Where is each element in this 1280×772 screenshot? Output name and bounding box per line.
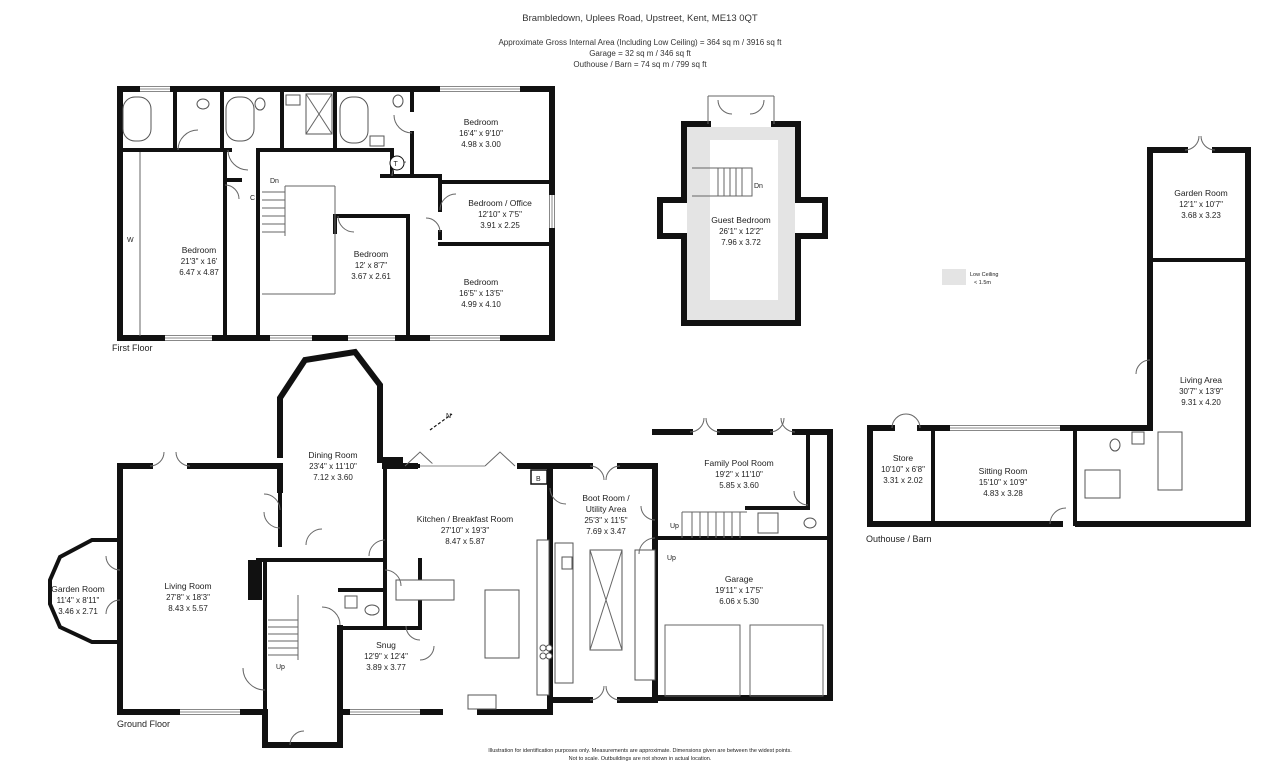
pool-room-name: Family Pool Room (704, 458, 773, 468)
first-floor: T Dn W C First Floor (112, 86, 555, 353)
ff-bedroom1-metric: 6.47 x 4.87 (179, 268, 219, 277)
boot-room-name: Boot Room / (582, 493, 630, 503)
low-ceiling-swatch (942, 269, 966, 285)
ff-bedroom3-metric: 3.67 x 2.61 (351, 272, 391, 281)
ground-floor: B N Up Up Up Ground Floor (48, 348, 833, 748)
guest-bedroom-metric: 7.96 x 3.72 (721, 238, 761, 247)
ff-bedroom3-name: Bedroom (354, 249, 389, 259)
first-floor-cupboard-marker: C (250, 195, 255, 202)
ff-bedroom1-name: Bedroom (182, 245, 217, 255)
snug-metric: 3.89 x 3.77 (366, 663, 406, 672)
utility-area-name: Utility Area (586, 504, 627, 514)
gross-area: Approximate Gross Internal Area (Includi… (498, 38, 782, 47)
living-area-metric: 9.31 x 4.20 (1181, 398, 1221, 407)
dining-room-metric: 7.12 x 3.60 (313, 473, 353, 482)
kitchen-name: Kitchen / Breakfast Room (417, 514, 513, 524)
first-floor-wardrobe-marker: W (127, 237, 134, 244)
garage-metric: 6.06 x 5.30 (719, 597, 759, 606)
barn-garden-room-metric: 3.68 x 3.23 (1181, 211, 1221, 220)
disclaimer-line-2: Not to scale. Outbuildings are not shown… (569, 756, 712, 762)
ff-bedroom4-imperial: 16'5" x 13'5" (459, 289, 503, 298)
ff-bedroom4-name: Bedroom (464, 277, 499, 287)
sitting-room-name: Sitting Room (979, 466, 1028, 476)
living-room-imperial: 27'8" x 18'3" (166, 593, 210, 602)
gf-garden-room-metric: 3.46 x 2.71 (58, 607, 98, 616)
ff-office-imperial: 12'10" x 7'5" (478, 210, 522, 219)
dining-room-name: Dining Room (308, 450, 357, 460)
sitting-room-metric: 4.83 x 3.28 (983, 489, 1023, 498)
outhouse-area: Outhouse / Barn = 74 sq m / 799 sq ft (573, 60, 707, 69)
guest-stairs-down-label: Dn (754, 183, 763, 190)
store-metric: 3.31 x 2.02 (883, 476, 923, 485)
store-name: Store (893, 453, 914, 463)
guest-bedroom-name: Guest Bedroom (711, 215, 771, 225)
ff-bedroom3-imperial: 12' x 8'7" (355, 261, 387, 270)
barn-garden-room-imperial: 12'1" x 10'7" (1179, 200, 1223, 209)
room-labels: Bedroom 21'3" x 16' 6.47 x 4.87 Bedroom … (51, 117, 1227, 672)
ff-bedroom2-name: Bedroom (464, 117, 499, 127)
living-area-name: Living Area (1180, 375, 1222, 385)
guest-bedroom-imperial: 26'1" x 12'2" (719, 227, 763, 236)
ff-office-metric: 3.91 x 2.25 (480, 221, 520, 230)
ff-office-name: Bedroom / Office (468, 198, 532, 208)
boot-room-metric: 7.69 x 3.47 (586, 527, 626, 536)
pool-room-metric: 5.85 x 3.60 (719, 481, 759, 490)
ff-bedroom2-metric: 4.98 x 3.00 (461, 140, 501, 149)
kitchen-imperial: 27'10" x 19'3" (441, 526, 489, 535)
snug-name: Snug (376, 640, 396, 650)
garage-name: Garage (725, 574, 754, 584)
outhouse-barn: Outhouse / Barn Low Ceiling < 1.5m (866, 135, 1251, 544)
store-imperial: 10'10" x 6'8" (881, 465, 925, 474)
main-stairs-up-label: Up (276, 664, 285, 671)
north-indicator: N (446, 413, 451, 420)
outhouse-floor-label: Outhouse / Barn (866, 534, 932, 544)
living-room-metric: 8.43 x 5.57 (168, 604, 208, 613)
boot-room-imperial: 25'3" x 11'5" (584, 516, 627, 525)
living-room-name: Living Room (164, 581, 211, 591)
legend-low-ceiling: Low Ceiling (970, 272, 998, 278)
dining-room-imperial: 23'4" x 11'10" (309, 462, 357, 471)
ff-bedroom4-metric: 4.99 x 4.10 (461, 300, 501, 309)
kitchen-metric: 8.47 x 5.87 (445, 537, 485, 546)
sitting-room-imperial: 15'10" x 10'9" (979, 478, 1027, 487)
garage-step-up-label: Up (667, 555, 676, 562)
guest-bedroom-annex: Dn (657, 95, 828, 326)
ground-floor-label: Ground Floor (117, 719, 170, 729)
living-area-imperial: 30'7" x 13'9" (1179, 387, 1223, 396)
first-floor-stairs-down-label: Dn (270, 178, 279, 185)
barn-garden-room-name: Garden Room (1174, 188, 1227, 198)
pool-stairs-up-label: Up (670, 523, 679, 530)
ff-bedroom2-imperial: 16'4" x 9'10" (459, 129, 503, 138)
gf-garden-room-imperial: 11'4" x 8'11" (57, 596, 100, 605)
boiler-marker: B (536, 476, 541, 483)
first-floor-label: First Floor (112, 343, 153, 353)
pool-room-imperial: 19'2" x 11'10" (715, 470, 763, 479)
ff-bedroom1-imperial: 21'3" x 16' (181, 257, 218, 266)
garage-area: Garage = 32 sq m / 346 sq ft (589, 49, 691, 58)
plan-address: Brambledown, Uplees Road, Upstreet, Kent… (522, 13, 758, 24)
gf-garden-room-name: Garden Room (51, 584, 104, 594)
disclaimer-line-1: Illustration for identification purposes… (488, 748, 792, 754)
snug-imperial: 12'9" x 12'4" (364, 652, 408, 661)
legend-height: < 1.5m (974, 280, 991, 286)
first-floor-tank-marker: T (394, 161, 399, 168)
garage-imperial: 19'11" x 17'5" (715, 586, 763, 595)
